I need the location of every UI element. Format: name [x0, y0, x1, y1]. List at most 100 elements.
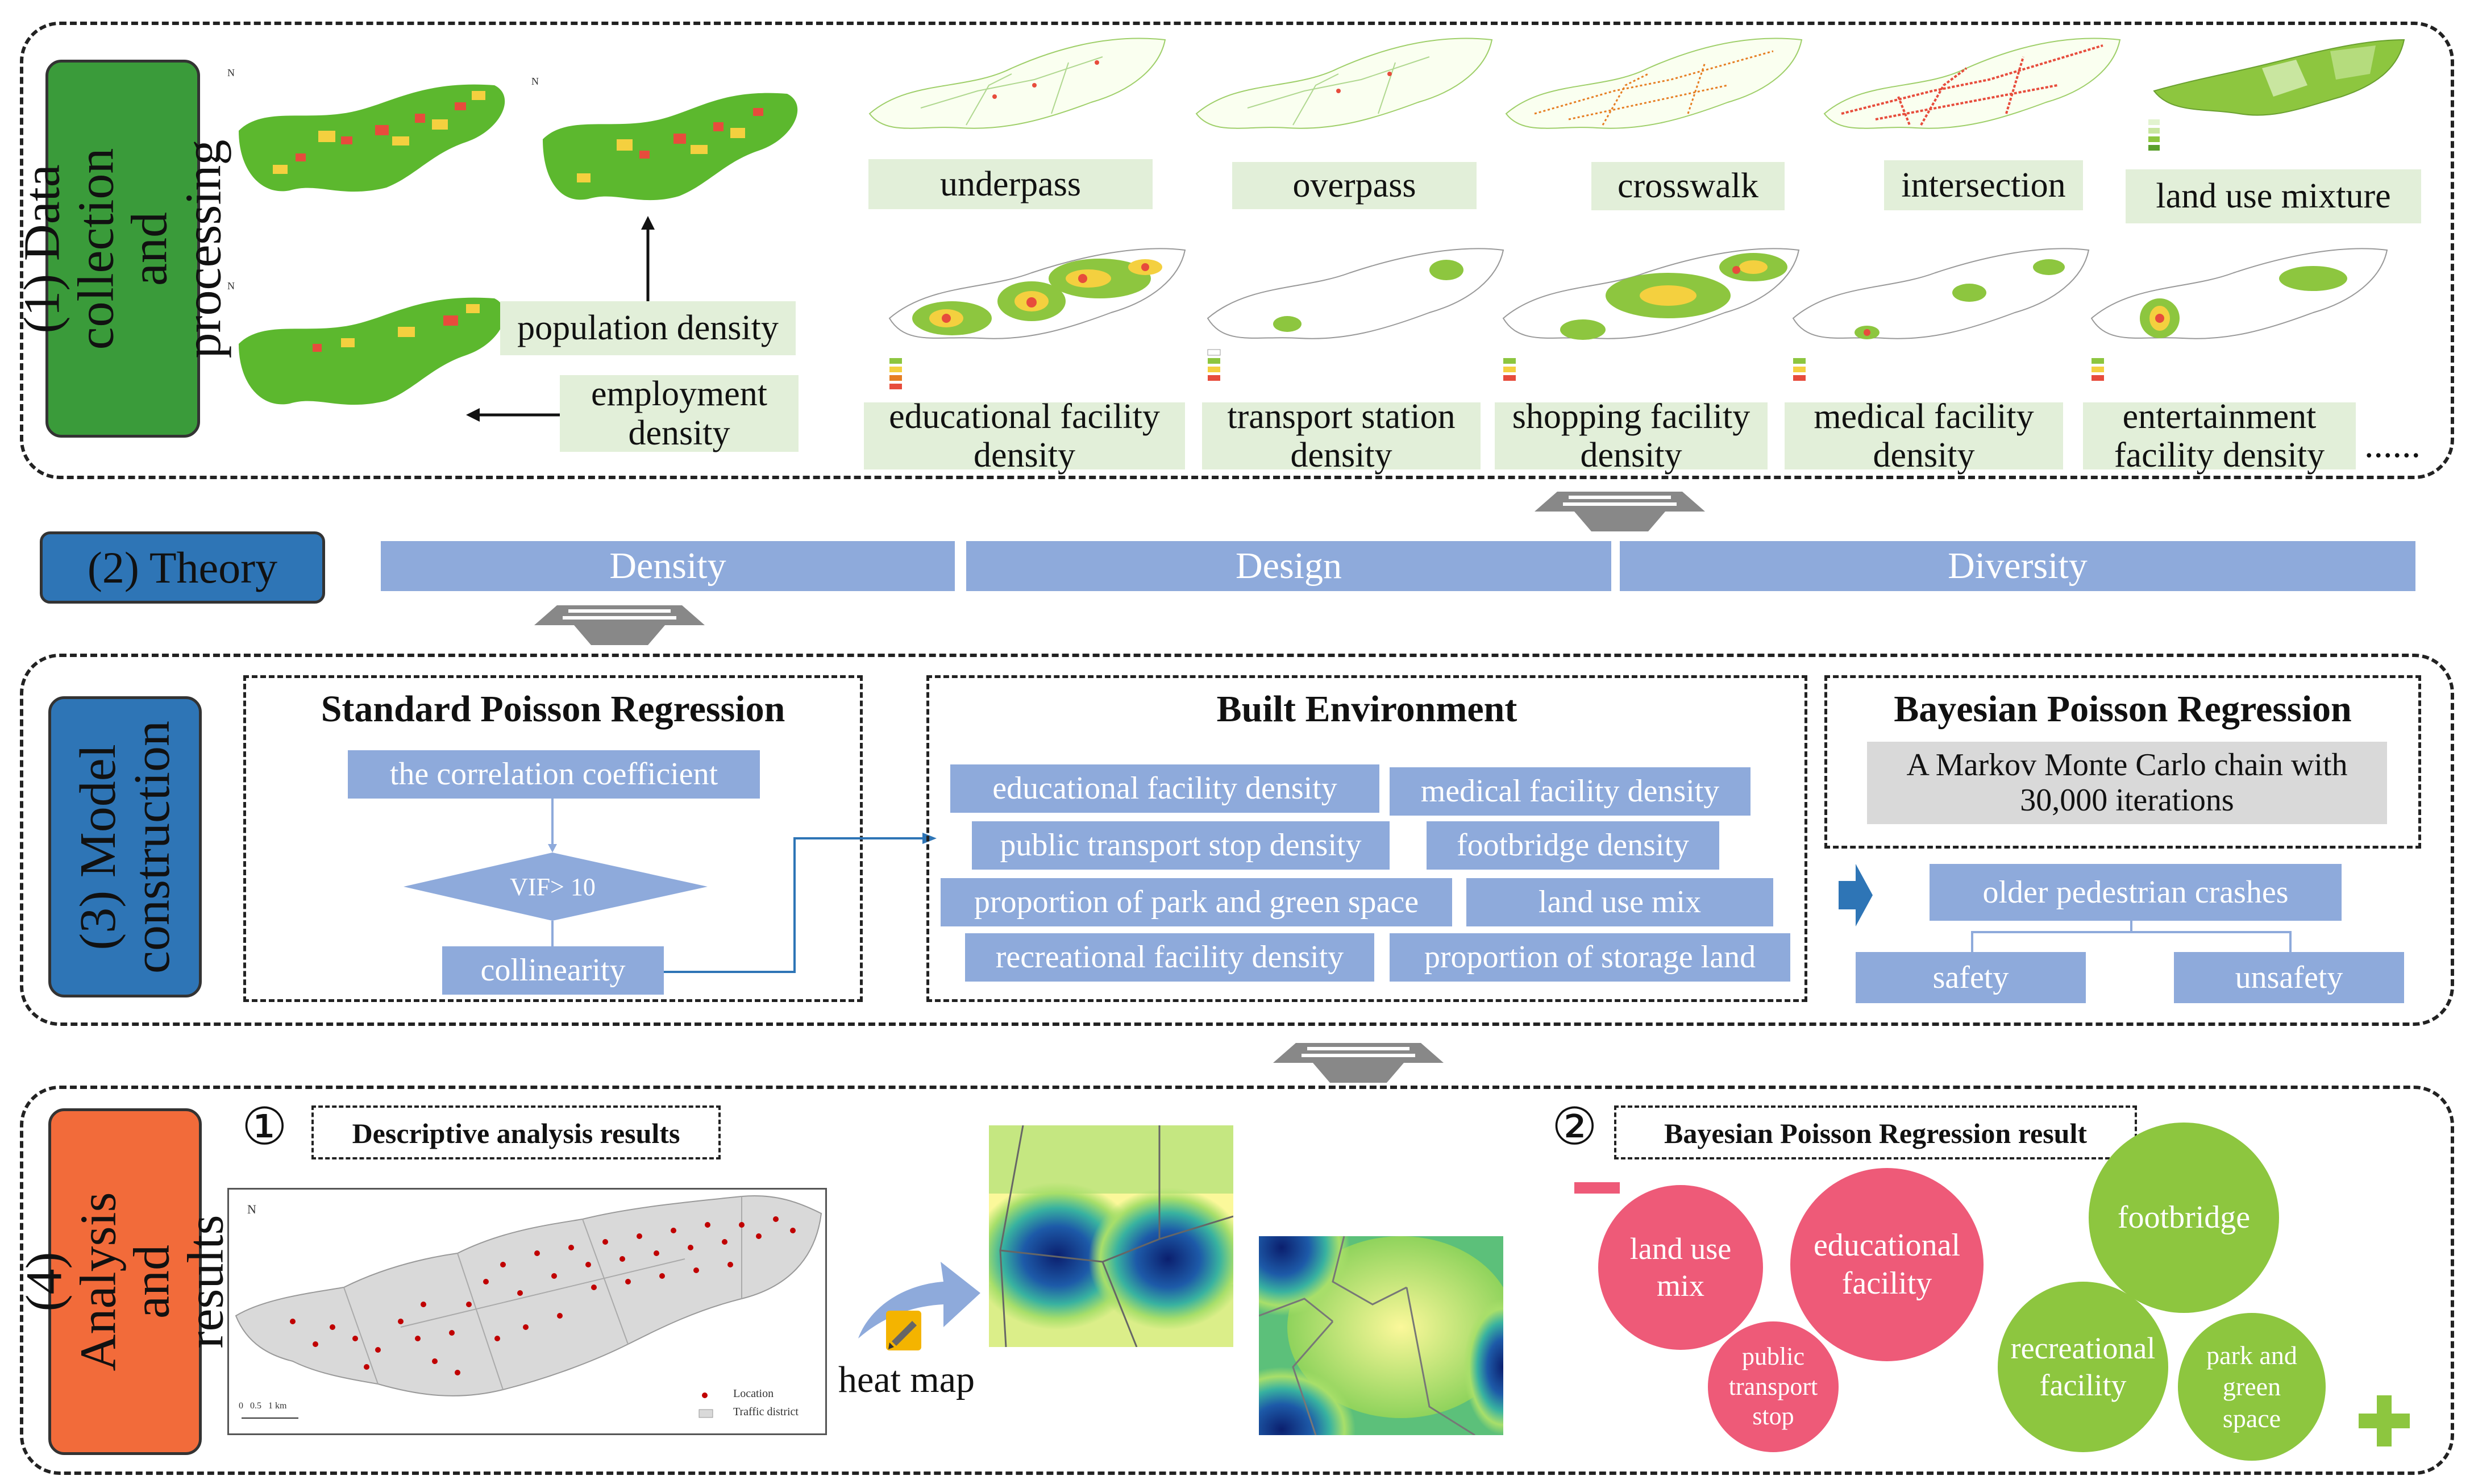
plus-icon — [2359, 1395, 2410, 1446]
ellipsis-text: ...... — [2364, 424, 2421, 465]
label-overpass: overpass — [1232, 162, 1477, 209]
section-label-theory: (2) Theory — [40, 531, 325, 604]
medical-density-map — [1792, 248, 2090, 381]
crosswalk-map — [1505, 38, 1803, 129]
legend-district: Traffic district — [733, 1406, 799, 1418]
bubble-land-use-mix-text: land use mix — [1629, 1232, 1732, 1303]
bubble-educational-facility-text: educational facility — [1813, 1227, 1961, 1301]
label-population-density: population density — [500, 301, 796, 355]
bayes-arrow — [1839, 864, 1873, 926]
svg-text:N: N — [531, 77, 539, 87]
bubble-public-transport-stop-text: public transport stop — [1728, 1342, 1818, 1431]
underpass-map — [868, 38, 1166, 129]
label-medical-density: medical facility density — [1785, 397, 2063, 475]
descriptive-title: Descriptive analysis results — [352, 1117, 680, 1149]
bayesian-poisson-title: Bayesian Poisson Regression — [1894, 688, 2352, 730]
mcmc-box: A Markov Monte Carlo chain with 30,000 i… — [1867, 742, 2387, 824]
minus-icon — [1574, 1182, 1620, 1194]
unsafety-box: unsafety — [2174, 952, 2404, 1003]
section-label-data: (1) Data collection and processing — [14, 60, 231, 438]
label-shopping-density: shopping facility density — [1495, 397, 1768, 475]
population-map-b: N — [531, 77, 798, 201]
overpass-map — [1195, 38, 1493, 129]
heat-map-2 — [1259, 1236, 1503, 1435]
land-use-mixture-map — [2148, 39, 2405, 151]
built-item-medical: medical facility density — [1390, 767, 1750, 816]
svg-text:N: N — [227, 68, 235, 78]
older-pedestrian-crashes: older pedestrian crashes — [1930, 864, 2342, 921]
heat-map-icon — [886, 1311, 921, 1350]
label-entertainment-density: entertainment facility density — [2083, 397, 2356, 475]
built-item-public-transport: public transport stop density — [972, 821, 1390, 870]
section-label-results: (4) Analysis and results — [16, 1108, 234, 1455]
bubble-educational-facility: educational facility — [1790, 1168, 1984, 1361]
built-item-footbridge: footbridge density — [1427, 821, 1719, 870]
intersection-map — [1823, 38, 2121, 129]
label-crosswalk: crosswalk — [1591, 162, 1785, 210]
crash-branches — [1971, 921, 2292, 952]
label-intersection: intersection — [1884, 160, 2083, 210]
safety-box: safety — [1856, 952, 2086, 1003]
arrow-up-employment — [641, 216, 655, 307]
label-educational-density: educational facility density — [864, 397, 1185, 475]
descriptive-title-box — [311, 1105, 721, 1159]
bayes-result-title: Bayesian Poisson Regression result — [1664, 1117, 2088, 1149]
built-item-recreational: recreational facility density — [965, 933, 1374, 982]
arrow-left-employment — [466, 408, 568, 422]
educational-density-map — [888, 248, 1186, 389]
population-map-a: N — [227, 68, 505, 192]
transport-density-map — [1207, 248, 1504, 381]
bubble-park-green-space: park and green space — [2178, 1313, 2326, 1461]
transition-arrow-2 — [534, 605, 705, 645]
transition-arrow-3 — [1273, 1043, 1444, 1083]
bubble-public-transport-stop: public transport stop — [1708, 1321, 1839, 1452]
label-land-use-mixture: land use mixture — [2126, 169, 2421, 223]
theory-diversity: Diversity — [1620, 541, 2415, 591]
vif-diamond-label: VIF> 10 — [510, 873, 596, 901]
employment-map: N — [227, 281, 505, 405]
svg-text:N: N — [247, 1202, 256, 1216]
built-item-educational: educational facility density — [950, 764, 1379, 813]
result-number-1: ① — [242, 1099, 288, 1155]
data-label-text: (1) Data collection and processing — [14, 139, 231, 358]
bubble-recreational-facility: recreational facility — [1998, 1282, 2168, 1452]
curved-arrow — [858, 1262, 980, 1338]
bubble-land-use-mix: land use mix — [1598, 1185, 1763, 1350]
theory-design: Design — [966, 541, 1611, 591]
legend-location: Location — [733, 1387, 774, 1400]
theory-density: Density — [381, 541, 955, 591]
label-employment-density: employment density — [560, 375, 799, 452]
results-label-text: (4) Analysis and results — [16, 1192, 234, 1371]
crash-location-map: N — [235, 1195, 822, 1419]
section-analysis-results — [20, 1086, 2454, 1475]
heat-map-1 — [989, 1125, 1233, 1347]
bubble-park-green-space-text: park and green space — [2206, 1341, 2297, 1433]
correlation-coefficient: the correlation coefficient — [348, 750, 760, 799]
shopping-density-map — [1502, 248, 1800, 381]
label-underpass: underpass — [868, 159, 1153, 209]
svg-text:N: N — [227, 281, 235, 292]
theory-label-text: (2) Theory — [87, 542, 278, 592]
built-environment-box — [926, 675, 1807, 1002]
bubble-recreational-facility-text: recreational facility — [2010, 1331, 2156, 1402]
built-item-land-use-mix: land use mix — [1466, 878, 1773, 926]
model-label-text: (3) Model construction — [69, 720, 180, 974]
connector-collinearity-built — [664, 833, 937, 973]
label-transport-density: transport station density — [1202, 397, 1481, 475]
entertainment-density-map — [2090, 248, 2388, 381]
bayes-result-title-box — [1614, 1105, 2137, 1159]
result-number-2: ② — [1552, 1099, 1598, 1155]
section-data-collection — [20, 22, 2454, 479]
section-label-model: (3) Model construction — [48, 696, 202, 997]
bayesian-poisson-box — [1824, 675, 2421, 849]
built-item-park-green: proportion of park and green space — [941, 878, 1452, 926]
map-scale: 0 0.5 1 km — [239, 1401, 287, 1411]
built-item-storage: proportion of storage land — [1390, 933, 1790, 982]
built-environment-title: Built Environment — [1216, 688, 1517, 730]
bubble-footbridge-text: footbridge — [2117, 1199, 2251, 1235]
standard-poisson-title: Standard Poisson Regression — [321, 688, 785, 730]
transition-arrow-1 — [1535, 492, 1705, 531]
bubble-footbridge: footbridge — [2089, 1123, 2279, 1313]
section-model-construction — [20, 654, 2454, 1026]
heat-map-label: heat map — [838, 1359, 975, 1400]
